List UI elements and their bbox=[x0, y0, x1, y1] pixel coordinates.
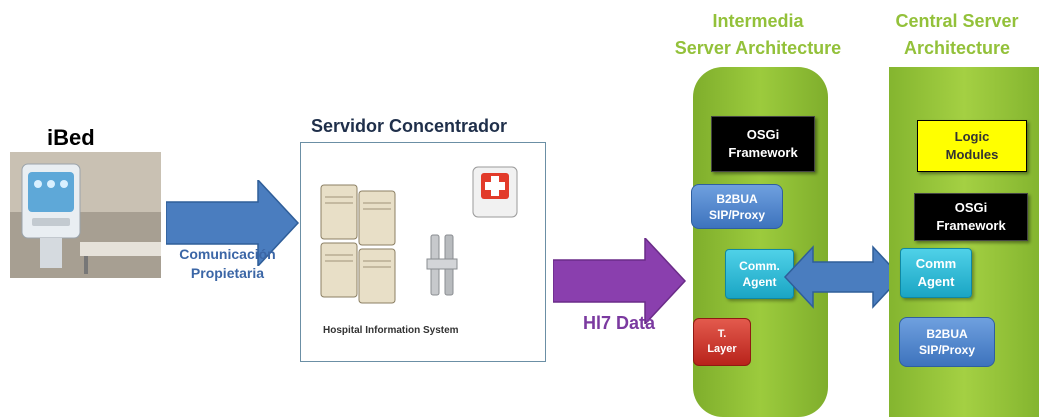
intermedia-title: Intermedia Server Architecture bbox=[674, 11, 842, 58]
ibed-device-image bbox=[10, 152, 161, 278]
double-arrow bbox=[783, 245, 903, 309]
first-aid-icon bbox=[472, 166, 518, 218]
comm-label: Comunicación Propietaria bbox=[179, 246, 276, 281]
hl7-plug-icon bbox=[426, 234, 458, 296]
central-comm-agent-box: Comm Agent bbox=[900, 248, 972, 298]
intermedia-tlayer-box: T. Layer bbox=[693, 318, 751, 366]
intermedia-b2bua-box: B2BUA SIP/Proxy bbox=[691, 184, 783, 229]
hospital-panel: Hospital Information System bbox=[300, 142, 546, 362]
central-logic-box: Logic Modules bbox=[917, 120, 1027, 172]
servers-icon bbox=[320, 184, 396, 304]
hl7-label: Hl7 Data bbox=[583, 313, 656, 333]
his-caption: Hospital Information System bbox=[323, 325, 459, 336]
hl7-arrow bbox=[553, 238, 687, 324]
central-title: Central Server Architecture bbox=[895, 11, 1019, 58]
intermedia-comm-agent-box: Comm. Agent bbox=[725, 249, 794, 299]
servidor-title: Servidor Concentrador bbox=[311, 116, 508, 136]
central-b2bua-box: B2BUA SIP/Proxy bbox=[899, 317, 995, 367]
central-osgi-box: OSGi Framework bbox=[914, 193, 1028, 241]
comm-arrow bbox=[166, 180, 300, 266]
intermedia-osgi-box: OSGi Framework bbox=[711, 116, 815, 172]
ibed-label: iBed bbox=[47, 125, 95, 150]
